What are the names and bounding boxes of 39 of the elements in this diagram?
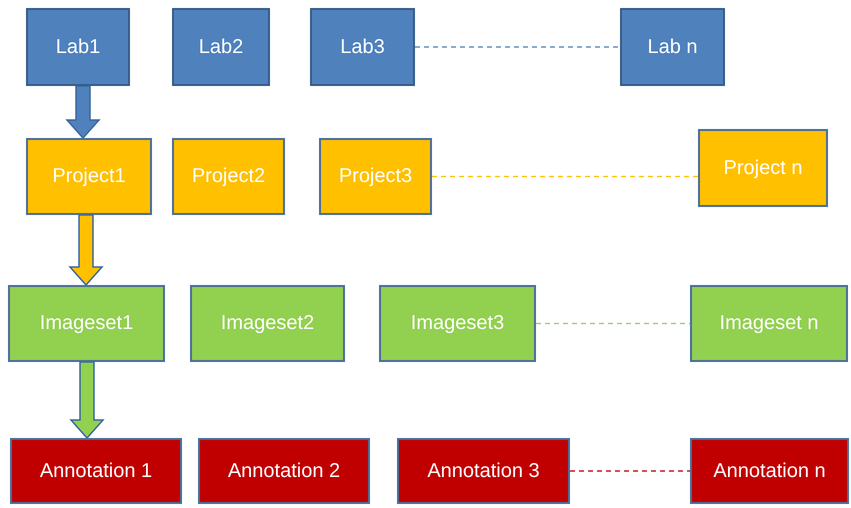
- process-box: [172, 138, 285, 215]
- dashed-connector: [415, 46, 620, 48]
- process-box: [620, 8, 725, 86]
- box-label: Project3: [338, 165, 412, 188]
- process-box: [8, 285, 165, 362]
- box-label: Imageset1: [40, 312, 134, 335]
- box-label: Annotation 1: [40, 460, 152, 482]
- box-label: Annotation 3: [427, 460, 540, 482]
- box-label: Lab3: [340, 36, 385, 58]
- process-box: [319, 138, 432, 215]
- process-box: [698, 129, 828, 207]
- box-label: Imageset2: [220, 312, 314, 335]
- box-label: Annotation n: [713, 460, 826, 482]
- box-label: Lab n: [647, 36, 698, 58]
- process-box: [26, 8, 130, 86]
- process-box: [190, 285, 345, 362]
- dashed-connector: [536, 322, 690, 324]
- block-arrow: [65, 85, 101, 140]
- box-label: Annotation 2: [228, 460, 340, 482]
- box-label: Imageset n: [720, 312, 818, 335]
- dashed-connector: [570, 470, 690, 472]
- box-label: Project n: [724, 156, 802, 180]
- process-box: [690, 285, 848, 362]
- box-label: Lab1: [56, 36, 100, 58]
- process-box: [310, 8, 415, 86]
- dashed-connector: [432, 176, 698, 178]
- box-label: Project1: [52, 165, 126, 188]
- box-label: Lab2: [198, 36, 244, 58]
- process-box: [198, 438, 370, 504]
- process-box: [10, 438, 182, 504]
- process-box: [172, 8, 270, 86]
- box-label: Imageset3: [410, 312, 504, 335]
- process-box: [690, 438, 849, 504]
- process-box: [26, 138, 152, 215]
- process-box: [397, 438, 570, 504]
- block-arrow: [68, 214, 104, 286]
- box-label: Project2: [192, 165, 266, 188]
- process-box: [379, 285, 536, 362]
- block-arrow: [69, 361, 105, 440]
